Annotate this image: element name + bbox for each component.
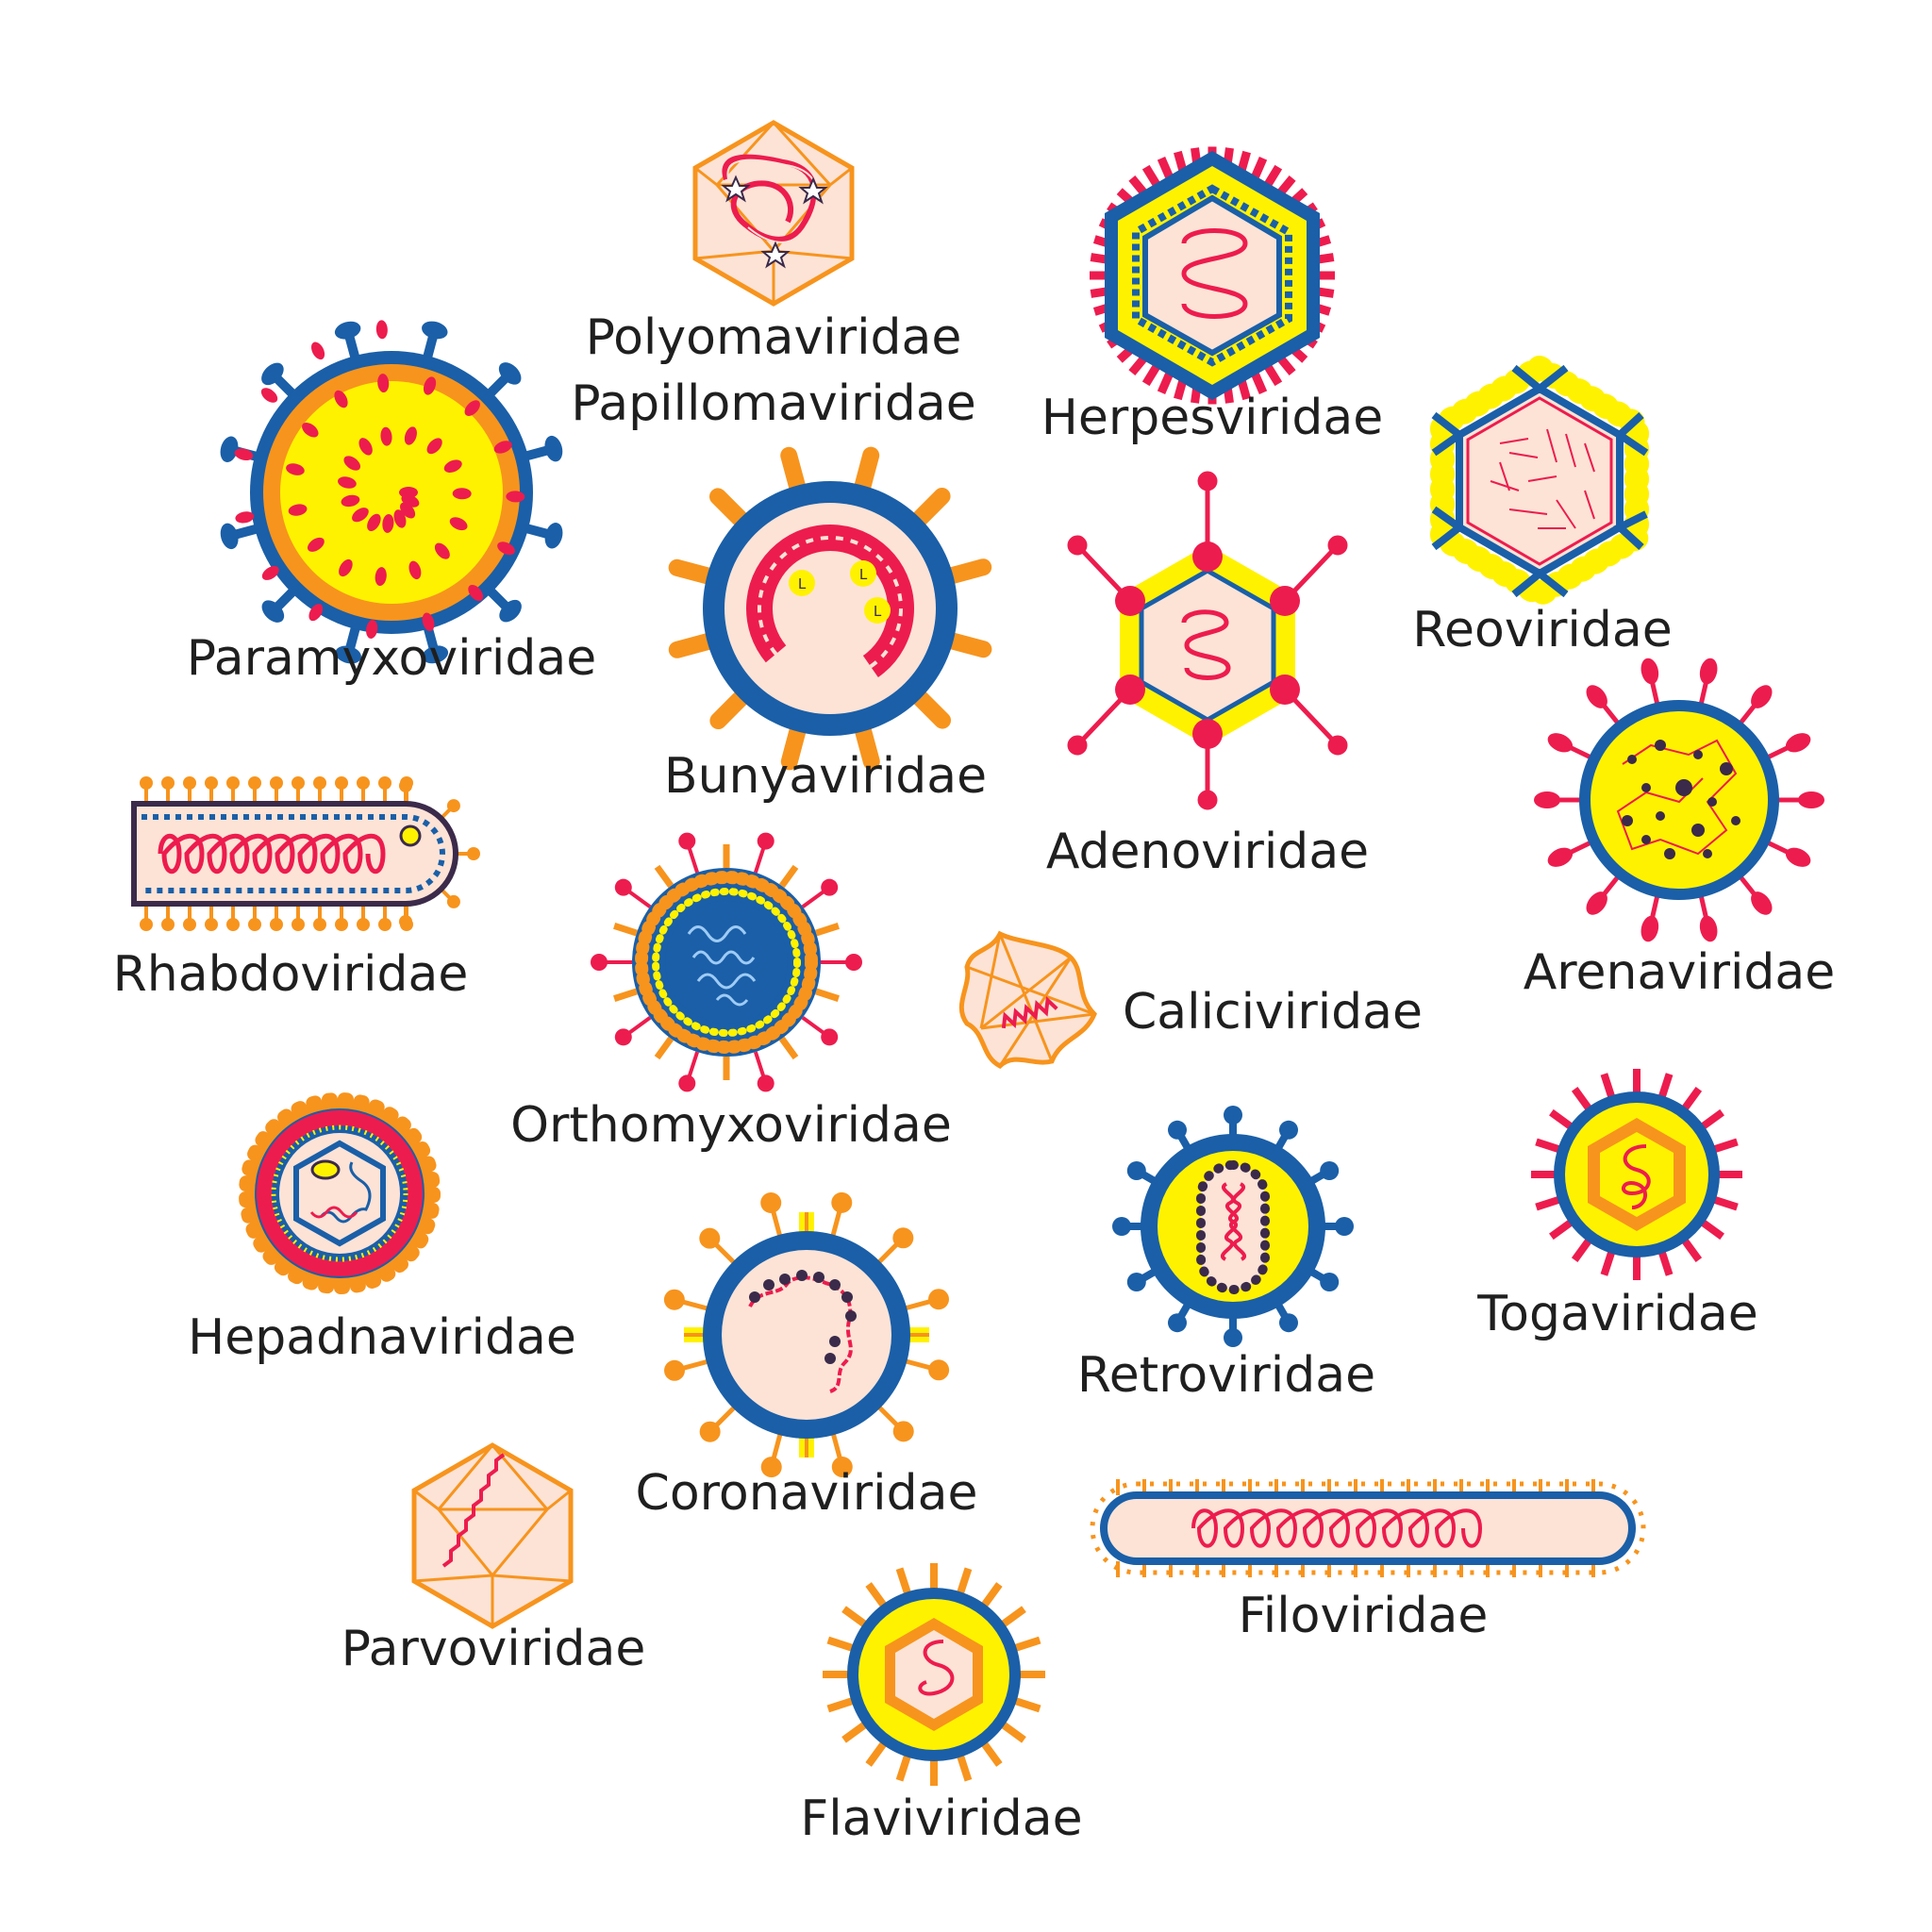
retro-label: Retroviridae <box>1077 1347 1375 1404</box>
herpes-label: Herpesviridae <box>1041 390 1383 446</box>
toga-label: Togaviridae <box>1476 1286 1758 1342</box>
flavi-icon <box>823 1563 1045 1786</box>
orthomyxo-label: Orthomyxoviridae <box>510 1097 952 1154</box>
arena-icon <box>1534 658 1824 942</box>
calici-label: Caliciviridae <box>1123 984 1423 1041</box>
paramyxo-label: Paramyxoviridae <box>187 630 596 687</box>
calici-icon <box>958 930 1097 1070</box>
hepadna-label: Hepadnaviridae <box>188 1309 576 1366</box>
bunya-marker-2: L <box>859 566 868 583</box>
adeno-icon <box>1067 471 1348 810</box>
reo-label: Reoviridae <box>1412 602 1673 658</box>
bunya-icon: L L L <box>668 446 992 771</box>
adeno-label: Adenoviridae <box>1046 824 1369 880</box>
polyoma-label-line1: Polyomaviridae <box>586 309 962 366</box>
corona-icon <box>663 1191 950 1478</box>
parvo-icon <box>411 1442 574 1629</box>
bunya-marker-1: L <box>798 575 807 592</box>
arena-label: Arenaviridae <box>1524 944 1836 1001</box>
hepadna-icon <box>239 1092 441 1294</box>
herpes-icon <box>1090 146 1335 405</box>
rhabdo-label: Rhabdoviridae <box>113 946 469 1003</box>
paramyxo-icon <box>220 320 563 664</box>
orthomyxo-icon <box>591 832 862 1092</box>
reo-icon <box>1430 353 1649 609</box>
toga-icon <box>1531 1069 1742 1280</box>
polyoma-icon <box>692 120 855 307</box>
flavi-label: Flaviviridae <box>800 1790 1082 1847</box>
filo-icon <box>1090 1479 1646 1577</box>
bunya-label: Bunyaviridae <box>664 748 987 805</box>
corona-label: Coronaviridae <box>636 1465 978 1522</box>
retro-icon <box>1112 1106 1354 1347</box>
polyoma-label-line2: Papillomaviridae <box>571 375 975 432</box>
bunya-marker-3: L <box>874 603 882 620</box>
parvo-label: Parvoviridae <box>341 1621 646 1677</box>
filo-label: Filoviridae <box>1239 1588 1489 1644</box>
rhabdo-icon <box>131 776 480 931</box>
